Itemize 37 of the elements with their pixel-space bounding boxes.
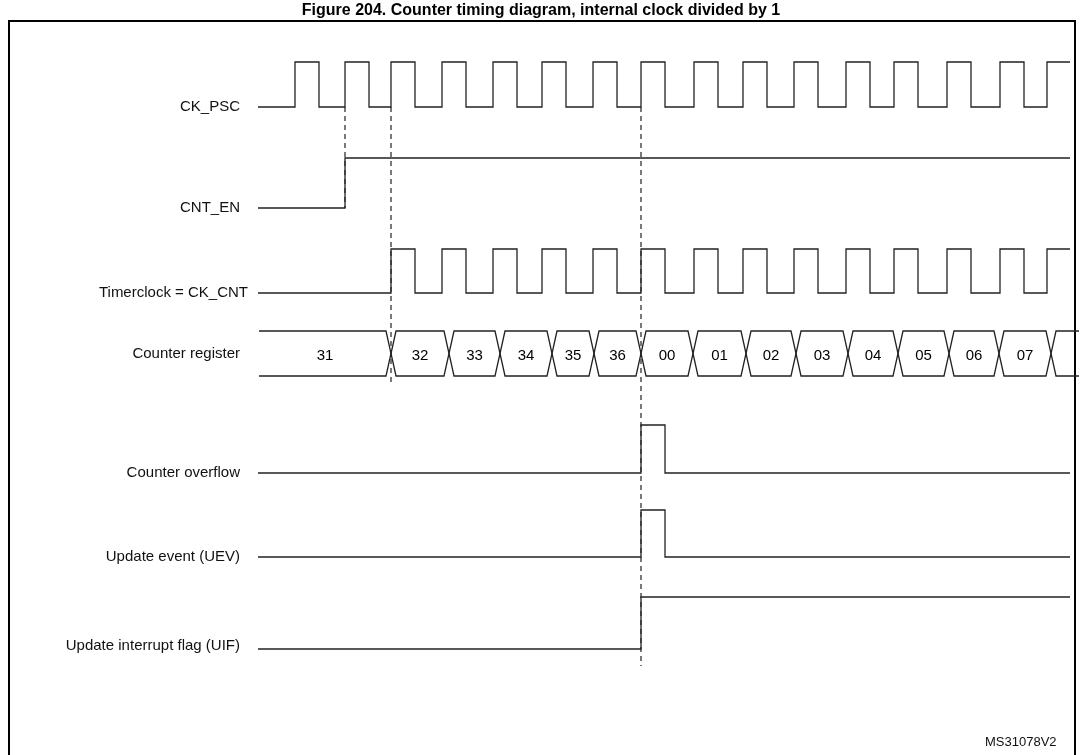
counter-value: 02 bbox=[762, 345, 780, 362]
counter-value: 31 bbox=[316, 345, 334, 362]
counter-value: 00 bbox=[658, 345, 676, 362]
figure-id: MS31078V2 bbox=[985, 733, 1058, 751]
bus-value-segment bbox=[391, 331, 449, 376]
signal-name: CK_PSC bbox=[178, 97, 240, 115]
counter-value: 05 bbox=[915, 345, 932, 362]
counter-value: 01 bbox=[711, 345, 728, 362]
signal-name: Counter register bbox=[131, 344, 240, 362]
bus-value-segment bbox=[796, 331, 848, 376]
counter-value: 07 bbox=[1016, 345, 1034, 362]
bus-value-segment bbox=[641, 331, 693, 376]
signal-name: CNT_EN bbox=[179, 198, 240, 216]
signal-name: Update interrupt flag (UIF) bbox=[64, 636, 240, 654]
bus-value-segment bbox=[898, 331, 949, 376]
counter-value: 36 bbox=[609, 345, 626, 362]
figure-title: Figure 204. Counter timing diagram, internal clock divided by 1 bbox=[300, 1, 782, 19]
bus-value-segment bbox=[500, 331, 552, 376]
counter-value: 03 bbox=[813, 345, 831, 362]
counter-value: 35 bbox=[564, 345, 582, 362]
counter-value: 33 bbox=[466, 345, 483, 362]
counter-value: 06 bbox=[965, 345, 983, 362]
bus-value-segment bbox=[746, 331, 796, 376]
bus-value-segment bbox=[999, 331, 1051, 376]
bus-value-segment bbox=[693, 331, 746, 376]
bus-value-segment bbox=[848, 331, 898, 376]
signal-name: Counter overflow bbox=[125, 463, 240, 481]
signal-name: Timerclock = CK_CNT bbox=[97, 283, 248, 301]
counter-value: 34 bbox=[517, 345, 535, 362]
counter-value: 32 bbox=[411, 345, 429, 362]
counter-value: 04 bbox=[864, 345, 882, 362]
signal-name: Update event (UEV) bbox=[104, 547, 240, 565]
bus-value-segment bbox=[259, 331, 391, 376]
bus-value-segment bbox=[949, 331, 999, 376]
bus-value-segment bbox=[552, 331, 594, 376]
bus-value-segment bbox=[594, 331, 641, 376]
bus-value-segment bbox=[449, 331, 500, 376]
